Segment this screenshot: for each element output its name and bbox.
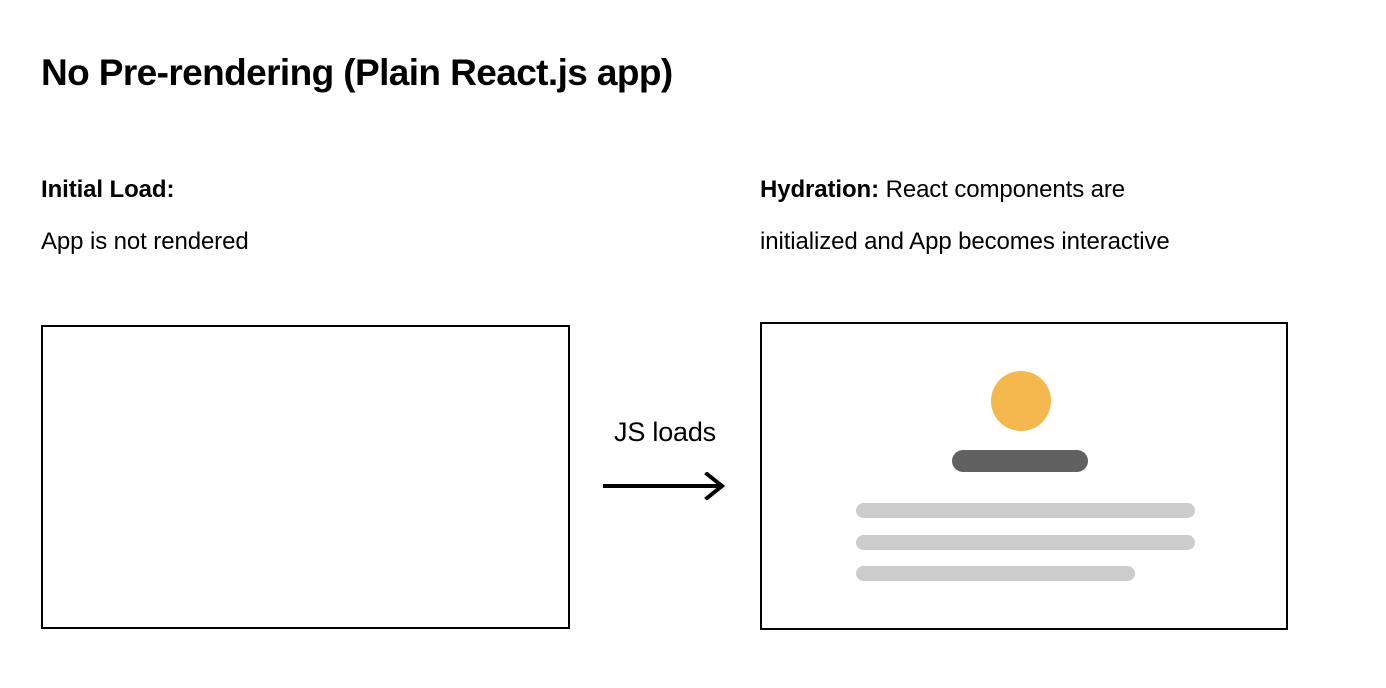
initial-load-browser-frame: [41, 325, 570, 629]
page-title: No Pre-rendering (Plain React.js app): [41, 52, 673, 93]
skeleton-title-bar: [952, 450, 1088, 472]
hydration-caption: Hydration: React components are initiali…: [760, 164, 1360, 268]
transition-group: JS loads: [598, 414, 732, 500]
initial-load-caption: Initial Load: App is not rendered: [41, 164, 561, 268]
hydrated-browser-frame: [760, 322, 1288, 630]
hydration-caption-line-1: Hydration: React components are: [760, 164, 1360, 216]
skeleton-text-line-1: [856, 503, 1195, 518]
initial-load-caption-lead: Initial Load:: [41, 176, 175, 203]
skeleton-text-line-2: [856, 535, 1195, 550]
hydration-caption-line-2: initialized and App becomes interactive: [760, 228, 1170, 255]
hydration-caption-lead: Hydration:: [760, 176, 880, 203]
skeleton-avatar-circle: [991, 371, 1051, 431]
transition-label: JS loads: [614, 417, 716, 447]
initial-load-caption-line-2: App is not rendered: [41, 228, 249, 255]
skeleton-text-line-3: [856, 566, 1135, 581]
initial-load-caption-line-1: Initial Load:: [41, 164, 561, 216]
hydration-caption-line-1-rest: React components are: [879, 176, 1126, 203]
right-arrow-icon: [603, 472, 726, 500]
